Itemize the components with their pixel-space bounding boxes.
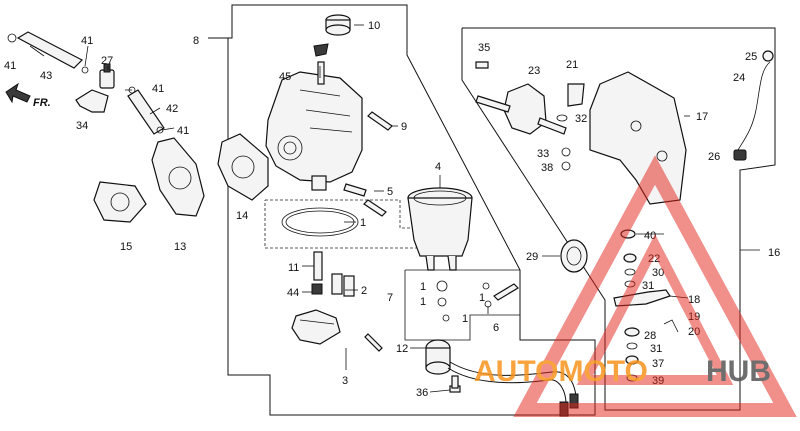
callout-1b: 1 <box>420 281 426 293</box>
callout-44: 44 <box>287 287 299 299</box>
callout-1c: 1 <box>420 296 426 308</box>
callout-7: 7 <box>387 292 393 304</box>
callout-41d: 41 <box>177 125 189 137</box>
callout-labels: 41 43 41 27 41 42 41 34 15 13 14 8 10 45… <box>4 20 780 399</box>
watermark-triangle-outer <box>513 155 797 417</box>
callout-25: 25 <box>745 51 757 63</box>
fuel-joint <box>99 63 115 89</box>
carburetor-body <box>265 71 363 191</box>
watermark-text-left: AUTOMOTO <box>474 355 648 388</box>
carburetor-gasket-14 <box>217 133 269 201</box>
carburetor-group-outline <box>208 4 596 416</box>
callout-26: 26 <box>708 151 720 163</box>
nut-25 <box>762 50 774 62</box>
choke-lever <box>313 43 329 57</box>
callout-15: 15 <box>120 241 132 253</box>
watermark-text-right: HUB <box>706 355 771 388</box>
callout-8: 8 <box>193 35 199 47</box>
pilot-screw-5 <box>343 183 387 217</box>
fuel-tube-clip <box>81 66 89 74</box>
insulator-13 <box>151 137 205 217</box>
callout-37: 37 <box>652 358 664 370</box>
grommet-26 <box>733 149 747 161</box>
callout-35: 35 <box>478 42 490 54</box>
callout-28: 28 <box>644 330 656 342</box>
main-jet-44 <box>311 283 323 295</box>
gear-29 <box>560 239 588 273</box>
callout-21: 21 <box>566 59 578 71</box>
float-kit-outline <box>404 269 521 341</box>
float-chamber-4 <box>407 187 473 271</box>
callout-16: 16 <box>768 247 780 259</box>
callout-12: 12 <box>396 343 408 355</box>
callout-3: 3 <box>342 375 348 387</box>
callout-10: 10 <box>368 20 380 32</box>
fuel-cut-solenoid-12 <box>425 339 451 375</box>
callout-29: 29 <box>526 251 538 263</box>
callout-41c: 41 <box>152 83 164 95</box>
callout-42: 42 <box>166 103 178 115</box>
callout-18: 18 <box>688 294 700 306</box>
bolt-36 <box>449 375 461 393</box>
callout-9: 9 <box>401 121 407 133</box>
front-direction-arrow: FR. <box>5 82 51 109</box>
fuel-tube-bracket <box>75 89 109 113</box>
leader-lines <box>29 24 760 393</box>
callout-41a: 41 <box>4 60 16 72</box>
nut-33-38 <box>561 147 571 171</box>
callout-14: 14 <box>236 210 248 222</box>
clip-21 <box>567 83 585 107</box>
jet-2 <box>331 273 355 297</box>
callout-36: 36 <box>416 387 428 399</box>
callout-2: 2 <box>361 285 367 297</box>
callout-41b: 41 <box>81 35 93 47</box>
screw-9 <box>367 111 393 131</box>
callout-45: 45 <box>279 71 291 83</box>
callout-34: 34 <box>76 120 88 132</box>
callout-4: 4 <box>435 161 441 173</box>
watermark-triangle-inner <box>576 234 734 385</box>
callout-6: 6 <box>493 322 499 334</box>
callout-13: 13 <box>174 241 186 253</box>
float-pin <box>364 333 383 352</box>
callout-17: 17 <box>696 111 708 123</box>
callout-1d: 1 <box>462 313 468 325</box>
spring-24 <box>737 61 771 151</box>
gasket-kit-outline <box>264 199 431 249</box>
automotohub-watermark: AUTOMOTO HUB <box>474 155 797 417</box>
intake-gasket-15 <box>93 181 147 223</box>
fuel-tube <box>7 31 84 69</box>
callout-38: 38 <box>541 162 553 174</box>
front-direction-label: FR. <box>33 97 51 109</box>
callout-32: 32 <box>575 113 587 125</box>
control-bracket-17 <box>589 71 687 205</box>
washer-32 <box>556 114 568 122</box>
cap-10 <box>325 14 351 36</box>
callout-31a: 31 <box>642 280 654 292</box>
screw-45 <box>317 61 325 85</box>
callout-30: 30 <box>652 267 664 279</box>
callout-31b: 31 <box>650 343 662 355</box>
callout-27: 27 <box>101 55 113 67</box>
callout-11: 11 <box>288 262 299 274</box>
callout-23: 23 <box>528 65 540 77</box>
callout-33: 33 <box>537 148 549 160</box>
callout-24: 24 <box>733 72 745 84</box>
callout-1e: 1 <box>479 292 485 304</box>
drain-screw-group <box>436 280 519 322</box>
bolt-35 <box>475 61 489 69</box>
pin-20 <box>663 319 679 333</box>
callout-43: 43 <box>40 70 52 82</box>
callout-5: 5 <box>387 186 393 198</box>
callout-1a: 1 <box>360 217 366 229</box>
control-motor-23 <box>475 83 567 135</box>
needle-jet-11 <box>313 251 323 281</box>
float-3 <box>291 309 341 345</box>
